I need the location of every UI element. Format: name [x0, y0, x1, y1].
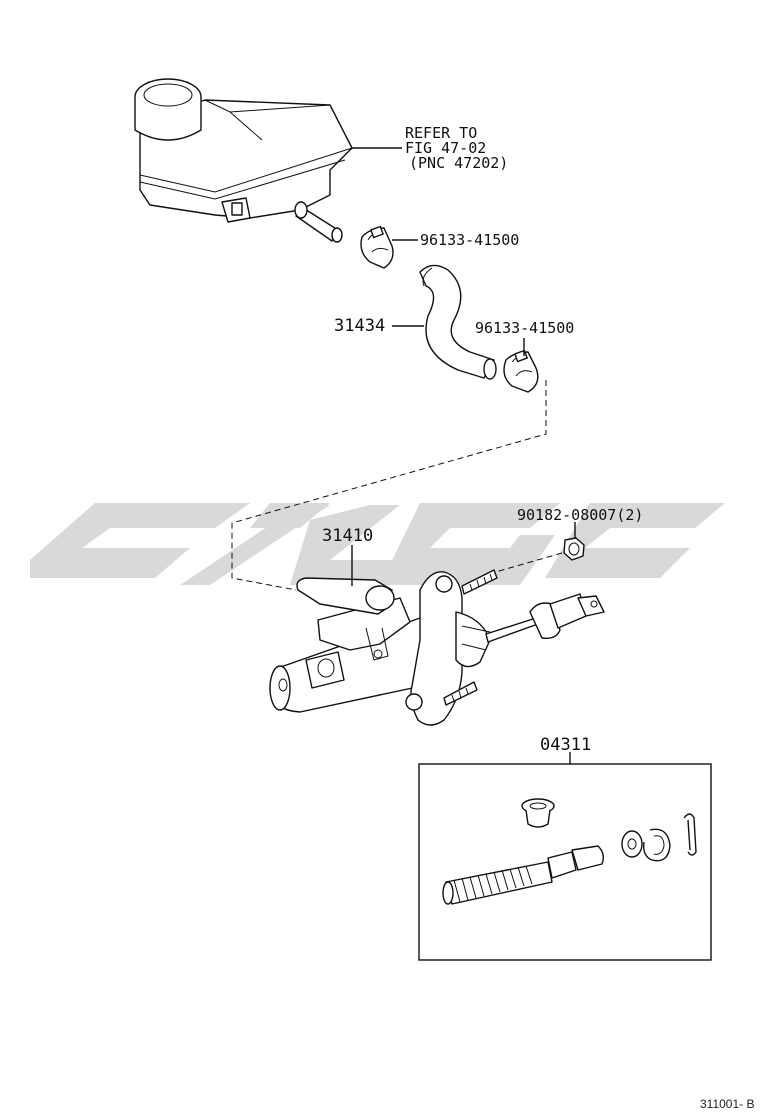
brake-fluid-reservoir — [134, 78, 353, 243]
nut-label: 90182-08007(2) — [517, 506, 643, 524]
repair-kit-clip-pin — [683, 813, 697, 856]
clip-lower-label: 96133-41500 — [475, 319, 574, 337]
clip-upper-label: 96133-41500 — [420, 231, 519, 249]
repair-kit-plug — [521, 798, 555, 828]
reservoir-ref-line1: REFER TO — [405, 124, 477, 142]
clutch-master-cylinder — [269, 569, 605, 726]
figure-code: 311001- B — [700, 1097, 755, 1111]
watermark-logo — [30, 503, 725, 585]
nut-routing-line — [491, 552, 563, 574]
reservoir-hose — [419, 264, 497, 380]
master-cylinder-label: 31410 — [322, 526, 373, 546]
repair-kit-label: 04311 — [540, 735, 591, 755]
hose-routing-line — [231, 380, 547, 591]
repair-kit-box — [418, 763, 712, 961]
hose-label: 31434 — [334, 316, 385, 336]
hose-clip-lower — [503, 349, 539, 393]
nut — [563, 537, 585, 561]
repair-kit-snap-ring — [642, 828, 671, 862]
reservoir-ref-line2: FIG 47-02 — [405, 139, 486, 157]
repair-kit-washer — [621, 830, 643, 858]
hose-clip-upper — [360, 225, 394, 269]
reservoir-ref-line3: (PNC 47202) — [409, 154, 508, 172]
repair-kit-piston — [442, 845, 605, 905]
